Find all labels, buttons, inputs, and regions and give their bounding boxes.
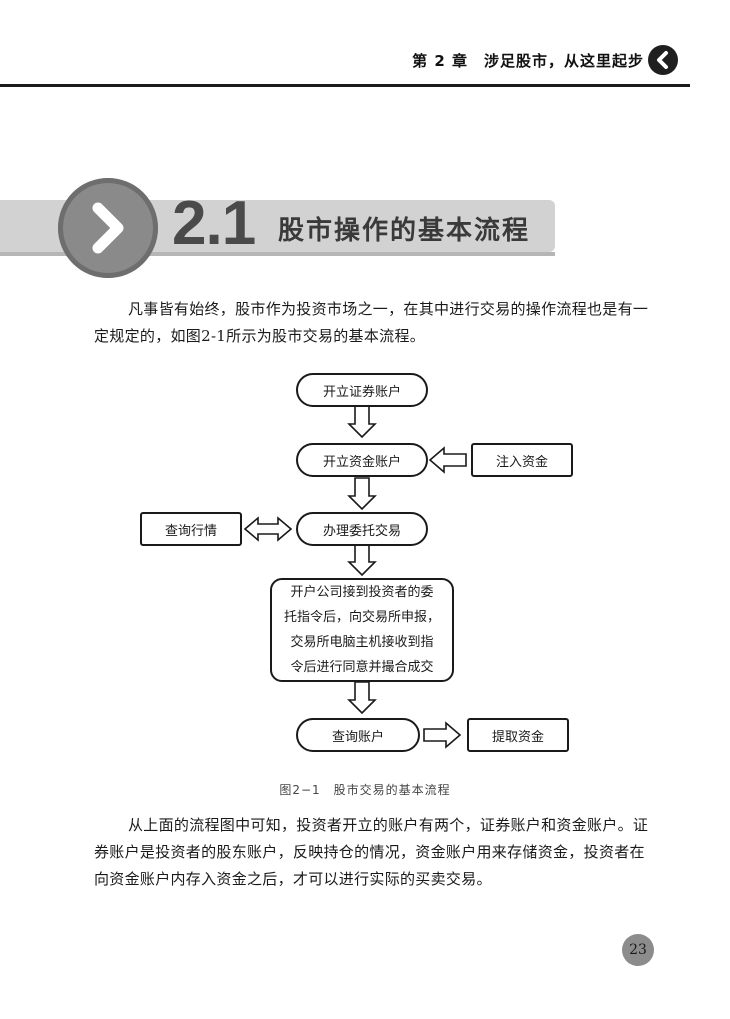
node-deposit-funds-label: 注入资金 <box>495 454 548 470</box>
process-line-4: 令后进行同意并撮合成交 <box>290 660 434 675</box>
node-query-account: 查询账户 <box>296 718 420 752</box>
header-divider <box>0 84 690 87</box>
node-open-funds-label: 开立资金账户 <box>322 454 401 470</box>
summary-paragraph: 从上面的流程图中可知，投资者开立的账户有两个，证券账户和资金账户。证 券账户是投… <box>94 812 654 893</box>
summary-line-1: 从上面的流程图中可知，投资者开立的账户有两个，证券账户和资金账户。证 <box>128 816 649 834</box>
arrow-down-3 <box>347 543 377 577</box>
arrow-left-deposit <box>428 446 467 474</box>
arrow-right-withdraw <box>423 721 462 749</box>
arrow-double-query <box>243 516 293 542</box>
node-entrust: 办理委托交易 <box>296 512 428 546</box>
node-deposit-funds: 注入资金 <box>471 443 573 477</box>
process-line-1: 开户公司接到投资者的委 <box>290 585 434 600</box>
chevron-right-icon <box>58 178 158 278</box>
process-line-2: 托指令后，向交易所申报， <box>283 610 440 625</box>
arrow-down-2 <box>347 477 377 511</box>
section-number: 2.1 <box>172 189 256 258</box>
summary-line-3: 向资金账户内存入资金之后，才可以进行实际的买卖交易。 <box>94 870 492 888</box>
intro-line-2: 定规定的，如图2-1所示为股市交易的基本流程。 <box>94 327 426 345</box>
page-header: 第 2 章 涉足股市，从这里起步 <box>0 0 730 90</box>
page-number: 23 <box>622 934 654 966</box>
section-title: 股市操作的基本流程 <box>278 216 531 246</box>
node-withdraw-funds: 提取资金 <box>467 718 569 752</box>
node-open-funds: 开立资金账户 <box>296 443 428 477</box>
arrow-down-1 <box>347 405 377 439</box>
banner-band-shadow <box>0 252 555 256</box>
node-open-securities-label: 开立证券账户 <box>322 384 401 400</box>
arrow-down-4 <box>347 681 377 715</box>
intro-paragraph: 凡事皆有始终，股市作为投资市场之一，在其中进行交易的操作流程也是有一 定规定的，… <box>94 296 654 350</box>
node-open-securities: 开立证券账户 <box>296 373 428 407</box>
figure-caption: 图2−1 股市交易的基本流程 <box>279 783 451 797</box>
node-withdraw-funds-label: 提取资金 <box>491 729 544 745</box>
chapter-title: 第 2 章 涉足股市，从这里起步 <box>412 52 644 70</box>
section-banner: 2.1 股市操作的基本流程 <box>0 178 730 278</box>
node-query-market-label: 查询行情 <box>164 523 217 539</box>
process-line-3: 交易所电脑主机接收到指 <box>290 635 434 650</box>
chevron-left-icon <box>648 45 678 75</box>
node-query-market: 查询行情 <box>140 512 242 546</box>
node-entrust-label: 办理委托交易 <box>322 523 401 539</box>
summary-line-2: 券账户是投资者的股东账户，反映持仓的情况，资金账户用来存储资金，投资者在 <box>94 843 645 861</box>
intro-line-1: 凡事皆有始终，股市作为投资市场之一，在其中进行交易的操作流程也是有一 <box>128 300 649 318</box>
node-process: 开户公司接到投资者的委 托指令后，向交易所申报， 交易所电脑主机接收到指 令后进… <box>270 578 454 682</box>
node-query-account-label: 查询账户 <box>331 729 384 745</box>
